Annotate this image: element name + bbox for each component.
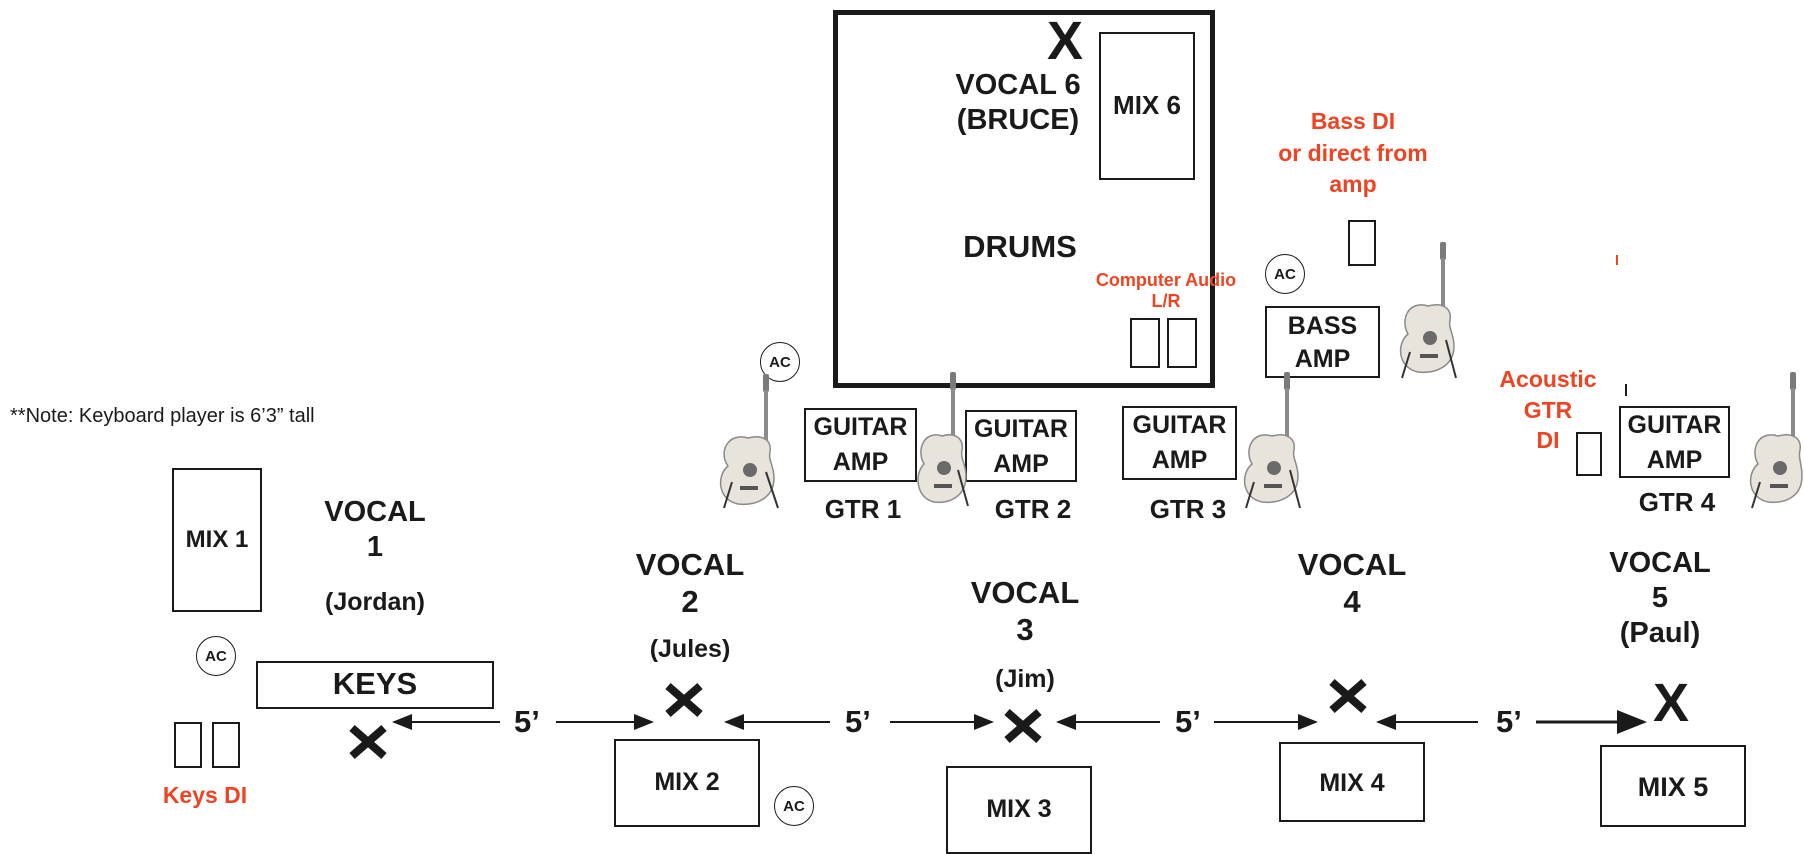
vocal5-label: VOCAL 5 (Paul): [1609, 547, 1711, 649]
mix1-label: MIX 1: [185, 526, 249, 553]
computer-audio-label: Computer Audio L/R: [1095, 270, 1237, 311]
acoustic-guitar-2: [917, 372, 969, 507]
mix3-label: MIX 3: [986, 795, 1052, 823]
computer-audio-di-right: [1167, 318, 1197, 368]
distance-3: 5’: [1175, 704, 1201, 739]
ac-outlet-vocal2: AC: [774, 786, 814, 826]
drums-label: DRUMS: [963, 229, 1077, 264]
vocal2-label: VOCAL 2: [635, 547, 745, 620]
guitar-amp-4: [1619, 406, 1730, 478]
red-mark: [1616, 255, 1618, 265]
gtr1-label: GTR 1: [824, 494, 902, 524]
acoustic-guitar-bass-stand: [1399, 242, 1457, 379]
mix2-label: MIX 2: [654, 768, 720, 796]
mix2-box: [614, 739, 760, 827]
guitar-amp-1-label: GUITAR AMP: [813, 413, 908, 476]
black-mark: [1625, 384, 1627, 396]
gtr3-label: GTR 3: [1149, 494, 1227, 524]
bass-amp-box: [1265, 306, 1380, 378]
note-text: **Note: Keyboard player is 6’3” tall: [10, 405, 315, 427]
guitar-amp-4-label: GUITAR AMP: [1627, 411, 1722, 474]
vocal6-label: VOCAL 6 (BRUCE): [955, 69, 1081, 136]
gtr4-label: GTR 4: [1638, 487, 1716, 517]
mix5-box: [1600, 745, 1746, 827]
mix1-box: [172, 468, 262, 612]
vocal4-stand-x: [1329, 678, 1367, 714]
drum-riser: [833, 10, 1215, 388]
ac-outlet-bass: AC: [1265, 254, 1305, 294]
keys-di-label: Keys DI: [162, 782, 248, 808]
mix4-label: MIX 4: [1319, 769, 1385, 797]
mix3-box: [946, 766, 1092, 854]
mix4-box: [1279, 742, 1425, 822]
vocal1-label: VOCAL 1: [324, 496, 426, 563]
acoustic-guitar-3: [1243, 372, 1301, 509]
acoustic-gtr-di-box: [1576, 432, 1602, 476]
guitar-amp-3: [1122, 406, 1237, 480]
vocal3-stand-x: [1004, 708, 1042, 744]
bass-di-box: [1348, 220, 1376, 266]
distance-1: 5’: [514, 704, 540, 739]
vocal1-stand-x: [349, 724, 387, 760]
keys-di-left: [174, 722, 202, 768]
bass-di-label: Bass DI or direct from amp: [1278, 108, 1428, 198]
vocal4-label: VOCAL 4: [1297, 547, 1407, 620]
acoustic-guitar-4: [1749, 372, 1803, 509]
vocal3-label: VOCAL 3: [970, 575, 1080, 648]
vocal5-x-mark: X: [1653, 673, 1690, 733]
acoustic-gtr-di-label: Acoustic GTR DI: [1499, 366, 1597, 454]
ac-outlet-guitar: AC: [760, 342, 800, 382]
keys-di-right: [212, 722, 240, 768]
keys-label: KEYS: [332, 666, 418, 701]
mix5-label: MIX 5: [1637, 772, 1709, 802]
vocal1-name: (Jordan): [325, 588, 425, 616]
gtr2-label: GTR 2: [994, 494, 1072, 524]
acoustic-guitar-1: [719, 374, 779, 509]
vocal2-stand-x: [665, 682, 703, 718]
mix6-box: [1099, 32, 1195, 180]
vocal6-x-mark: X: [1047, 11, 1084, 71]
mix6-label: MIX 6: [1113, 90, 1181, 120]
vocal3-name: (Jim): [995, 665, 1055, 693]
guitar-amp-2: [965, 410, 1077, 482]
guitar-amp-1: [804, 408, 917, 482]
keys-box: [256, 661, 494, 709]
distance-4: 5’: [1496, 704, 1522, 739]
bass-amp-label: BASS AMP: [1287, 312, 1358, 373]
vocal2-name: (Jules): [649, 635, 731, 663]
computer-audio-di-left: [1130, 318, 1160, 368]
guitar-amp-2-label: GUITAR AMP: [974, 415, 1068, 478]
ac-outlet-keys: AC: [196, 636, 236, 676]
distance-2: 5’: [845, 704, 871, 739]
guitar-amp-3-label: GUITAR AMP: [1132, 411, 1227, 474]
